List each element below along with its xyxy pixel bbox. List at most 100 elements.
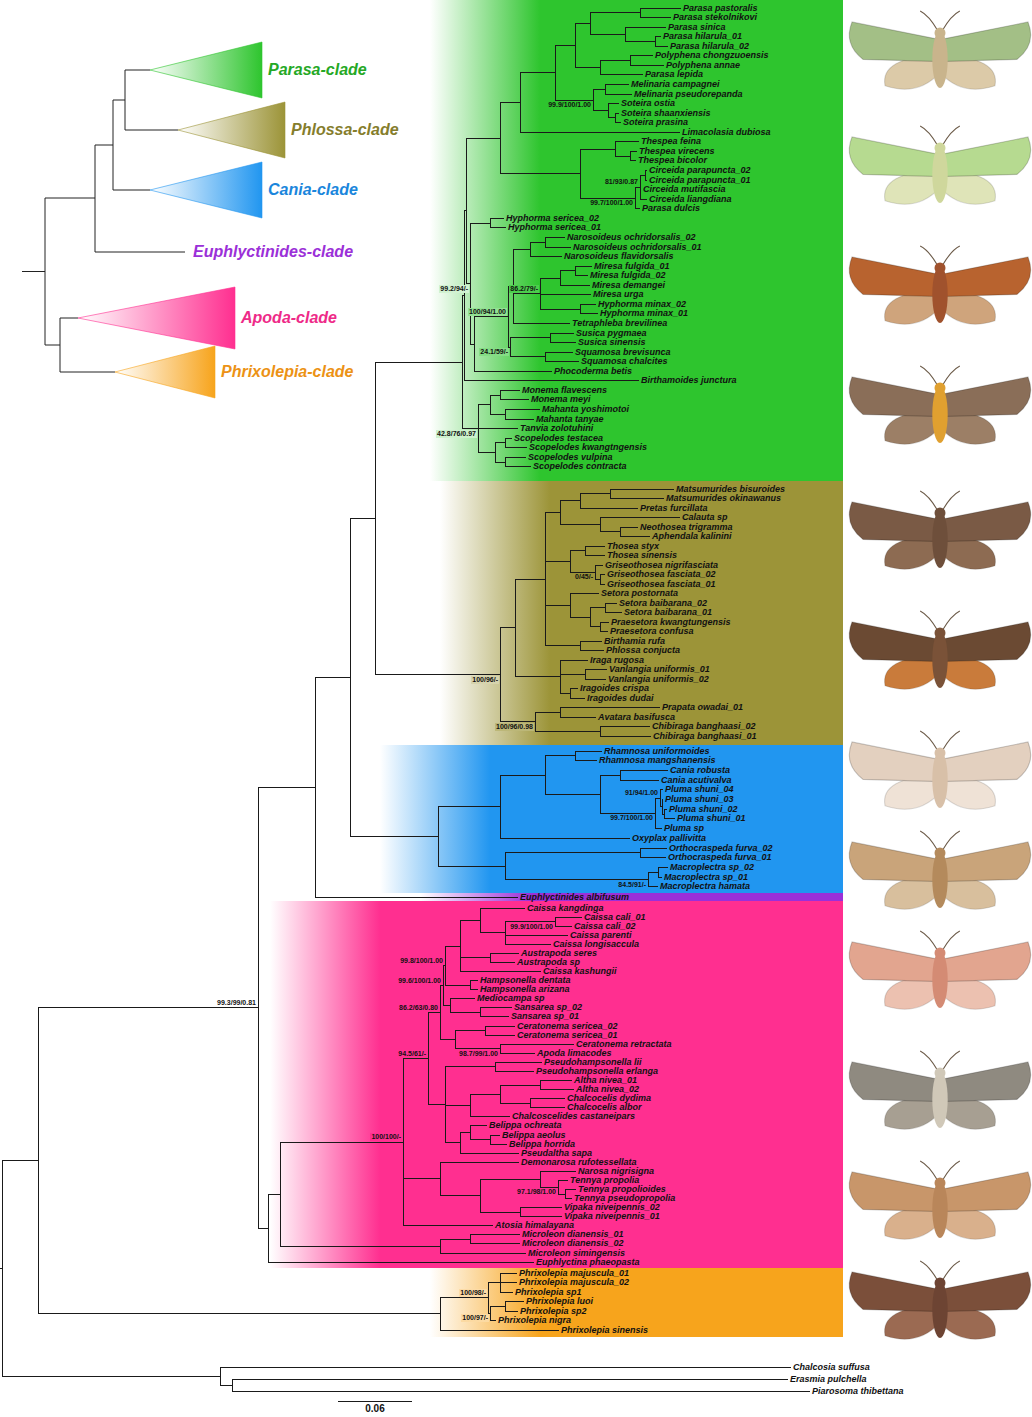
tree-branch xyxy=(520,73,521,132)
tree-branch xyxy=(440,1297,488,1298)
taxon-name: Thespea feina xyxy=(641,136,701,147)
tree-branch xyxy=(220,1367,791,1368)
taxon-name: Narosoideus ochridorsalis_02 xyxy=(567,232,696,243)
tree-branch xyxy=(545,756,546,794)
tree-branch xyxy=(545,247,571,248)
tree-branch xyxy=(258,787,259,1228)
taxon-name: Phocoderma betis xyxy=(554,366,632,377)
tree-branch xyxy=(440,986,441,1040)
tree-branch xyxy=(610,489,674,490)
tree-branch xyxy=(530,242,545,243)
tree-branch xyxy=(438,866,505,867)
tree-branch xyxy=(490,962,515,963)
tree-branch xyxy=(450,998,475,999)
tree-branch xyxy=(470,1125,487,1126)
tree-branch xyxy=(645,170,647,171)
tree-branch xyxy=(620,770,621,780)
tree-branch xyxy=(575,275,588,276)
tree-branch xyxy=(485,1035,515,1036)
tree-branch xyxy=(500,628,501,722)
tree-branch xyxy=(545,513,546,646)
clade-name: Euphlyctinides-clade xyxy=(193,242,353,262)
taxon-name: Miresa demangei xyxy=(592,280,665,291)
tree-branch xyxy=(590,626,600,627)
support-value: 98.7/99/1.00 xyxy=(458,1050,499,1058)
tree-branch xyxy=(403,1178,440,1179)
tree-branch xyxy=(480,932,505,933)
support-value: 91/94/1.00 xyxy=(624,789,659,797)
tree-branch xyxy=(600,584,605,585)
tree-branch xyxy=(500,1053,535,1054)
tree-branch xyxy=(635,187,640,188)
taxon-name: Erasmia pulchella xyxy=(790,1374,867,1385)
tree-branch xyxy=(600,74,643,75)
tree-branch xyxy=(455,1030,485,1031)
tree-branch xyxy=(560,524,600,525)
tree-branch xyxy=(505,1301,524,1302)
tree-branch xyxy=(443,965,445,966)
tree-branch xyxy=(530,1107,565,1108)
tree-branch xyxy=(280,1246,440,1247)
tree-branch xyxy=(615,141,639,142)
tree-branch xyxy=(580,313,598,314)
taxon-name: Pluma shuni_02 xyxy=(669,804,738,815)
tree-branch xyxy=(520,72,555,73)
tree-branch xyxy=(474,316,508,317)
clade-name: Phrixolepia-clade xyxy=(221,362,354,382)
tree-branch xyxy=(555,917,582,918)
tree-branch xyxy=(480,1007,512,1008)
tree-branch xyxy=(600,736,651,737)
tree-branch xyxy=(220,1385,232,1386)
tree-branch xyxy=(600,775,601,813)
tree-branch xyxy=(500,775,501,838)
moth-photo xyxy=(849,1261,1030,1339)
tree-branch xyxy=(445,1066,495,1067)
taxon-name: Iraga rugosa xyxy=(590,655,644,666)
tree-branch xyxy=(515,579,516,676)
tree-branch xyxy=(658,877,662,878)
tree-branch xyxy=(530,1098,565,1099)
tree-branch xyxy=(232,1379,788,1380)
taxon-name: Macroplectra sp_02 xyxy=(670,862,754,873)
taxon-name: Euphlyctinides albifusum xyxy=(520,892,629,903)
tree-branch xyxy=(590,34,625,35)
tree-branch xyxy=(232,1379,233,1391)
tree-branch xyxy=(648,872,649,887)
tree-branch xyxy=(474,371,552,372)
tree-branch xyxy=(590,607,605,608)
taxon-name: Tanvia zolotuhini xyxy=(520,423,593,434)
taxon-name: Soteira ostia xyxy=(621,98,675,109)
tree-branch xyxy=(570,688,578,689)
tree-branch xyxy=(565,1198,572,1199)
support-value: 84.5/91/- xyxy=(617,881,647,889)
taxon-name: Narosoideus flavidorsalis xyxy=(564,251,674,262)
tree-branch xyxy=(478,428,518,429)
tree-branch xyxy=(480,1179,481,1212)
tree-branch xyxy=(220,1367,221,1385)
taxon-name: Melinaria campagnei xyxy=(631,79,720,90)
tree-branch xyxy=(605,603,617,604)
taxon-name: Thosea sinensis xyxy=(607,550,677,561)
taxon-name: Orthocraspeda furva_01 xyxy=(668,852,772,863)
clade-name: Phlossa-clade xyxy=(291,120,399,140)
tree-branch xyxy=(640,8,641,18)
taxon-name: Susica sinensis xyxy=(578,337,646,348)
taxon-name: Rhamnosa uniformoides xyxy=(604,746,710,757)
tree-branch xyxy=(480,908,481,933)
tree-branch xyxy=(580,149,615,150)
tree-branch xyxy=(455,1031,456,1049)
tree-branch xyxy=(505,853,506,880)
tree-branch xyxy=(505,438,506,448)
tree-branch xyxy=(500,102,520,103)
tree-branch xyxy=(655,46,668,47)
taxon-name: Thespea virecens xyxy=(639,146,715,157)
taxon-name: Parasa pastoralis xyxy=(683,3,758,14)
tree-branch xyxy=(664,818,675,819)
tree-branch xyxy=(662,799,663,800)
moth-photo xyxy=(849,246,1030,324)
support-value: 86.2/63/0.80 xyxy=(398,1004,439,1012)
tree-branch xyxy=(570,689,571,699)
tree-branch xyxy=(655,798,660,799)
tree-branch xyxy=(495,1071,534,1072)
taxon-name: Circeida parapuncta_02 xyxy=(649,165,751,176)
